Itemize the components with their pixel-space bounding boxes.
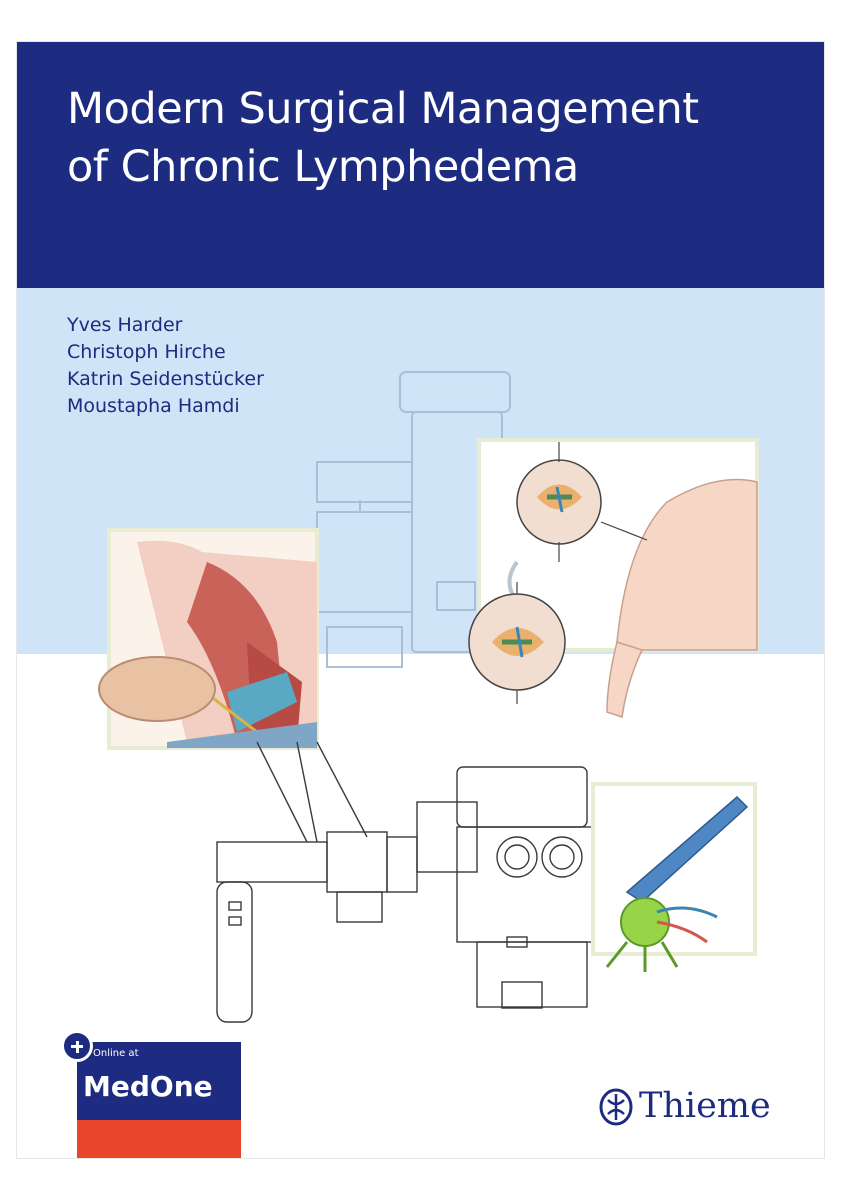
thieme-logo-icon: [599, 1088, 633, 1126]
badge-brand: MedOne: [83, 1070, 213, 1103]
title-line-1: Modern Surgical Management: [67, 84, 699, 134]
badge-panel: [77, 1042, 241, 1120]
plus-circle-icon: [61, 1030, 93, 1062]
author-name: Yves Harder: [67, 314, 183, 336]
publisher-name: Thieme: [639, 1086, 771, 1126]
anatomy-inset-instrument: [591, 782, 757, 972]
anatomy-inset-axilla: [98, 528, 319, 750]
author-list: Yves Harder Christoph Hirche Katrin Seid…: [67, 312, 264, 420]
title-band: Modern Surgical Management of Chronic Ly…: [17, 42, 824, 288]
cover-illustration: [98, 371, 759, 1023]
author-name: Moustapha Hamdi: [67, 395, 240, 417]
microscope-line-art: [216, 741, 658, 1023]
author-name: Katrin Seidenstücker: [67, 368, 264, 390]
title-line-2: of Chronic Lymphedema: [67, 142, 579, 192]
medone-badge[interactable]: Online at MedOne: [57, 1030, 241, 1158]
anatomy-inset-arm: [477, 438, 759, 718]
anastomosis-detail-circle: [468, 582, 566, 704]
book-cover: Modern Surgical Management of Chronic Ly…: [17, 42, 824, 1158]
badge-stripe: [77, 1120, 241, 1158]
book-title: Modern Surgical Management of Chronic Ly…: [67, 80, 699, 196]
badge-online-text: Online at: [93, 1048, 139, 1059]
author-name: Christoph Hirche: [67, 341, 226, 363]
